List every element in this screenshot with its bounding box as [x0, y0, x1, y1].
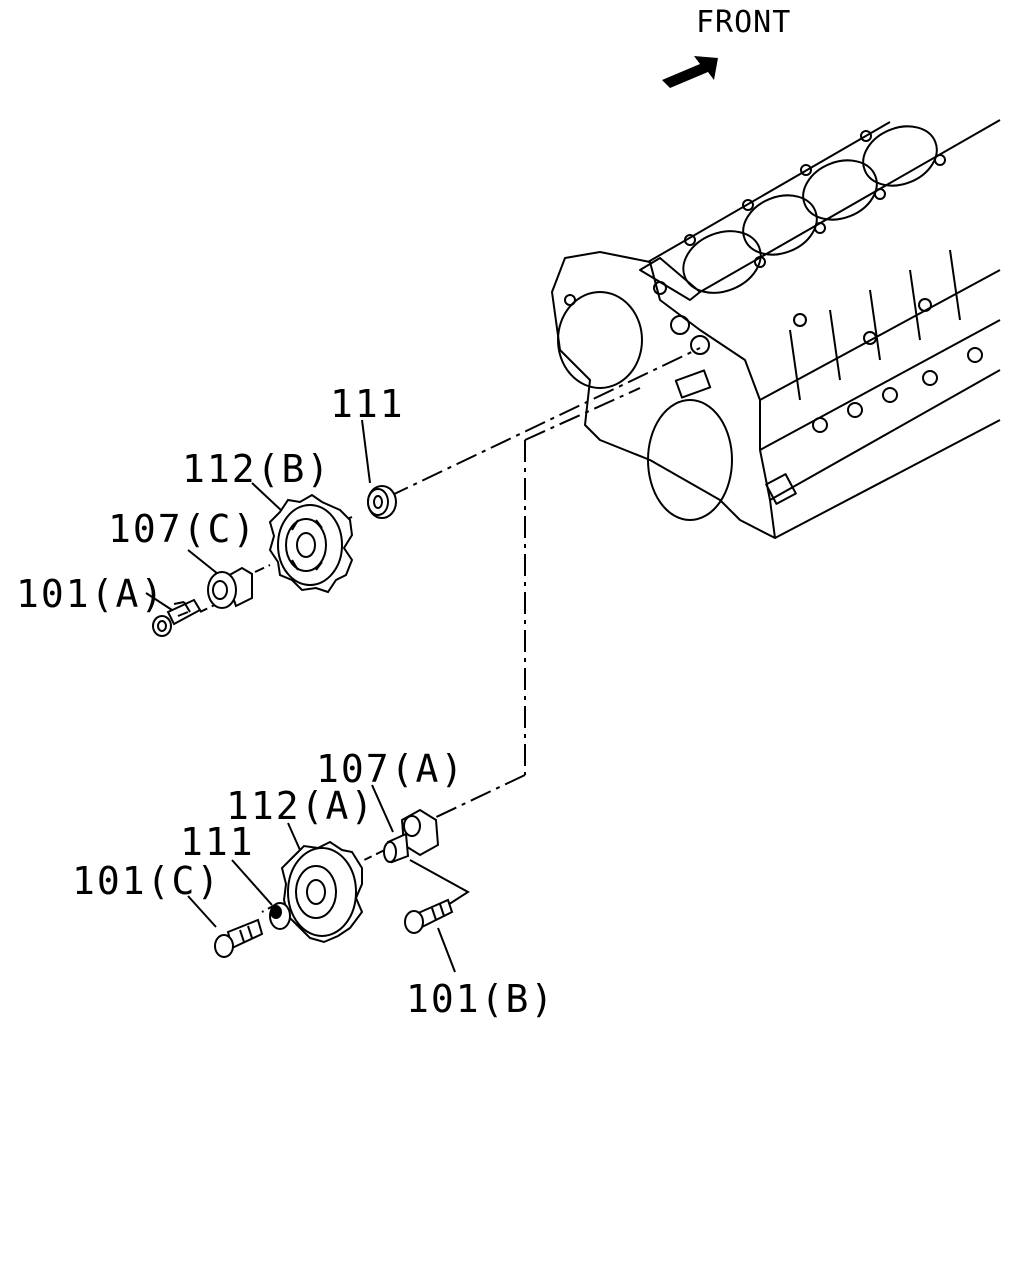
callout-112b: 112(B): [182, 447, 332, 491]
bolt-101c: [214, 918, 264, 958]
callout-111-upper: 111: [330, 382, 405, 426]
callout-101a: 101(A): [16, 572, 166, 616]
front-arrow-icon: [662, 56, 718, 88]
callout-101b: 101(B): [406, 977, 556, 1021]
bushing-107c: [207, 566, 253, 609]
washer-111-upper: [367, 485, 397, 519]
gear-112b: [268, 493, 354, 594]
engine-block: [551, 119, 1001, 539]
washer-111-lower: [269, 902, 291, 930]
callout-107a: 107(A): [316, 747, 466, 791]
callout-101c: 101(C): [72, 859, 222, 903]
callout-112a: 112(A): [226, 784, 376, 828]
gear-112a: [280, 840, 364, 944]
callout-111-lower: 111: [180, 820, 255, 864]
shaft-107a: [383, 808, 440, 864]
leader-lines: [145, 347, 701, 973]
bolt-101a: [152, 598, 202, 637]
front-label: FRONT: [696, 5, 792, 40]
callout-107c: 107(C): [108, 507, 258, 551]
bolt-101b: [404, 898, 454, 934]
